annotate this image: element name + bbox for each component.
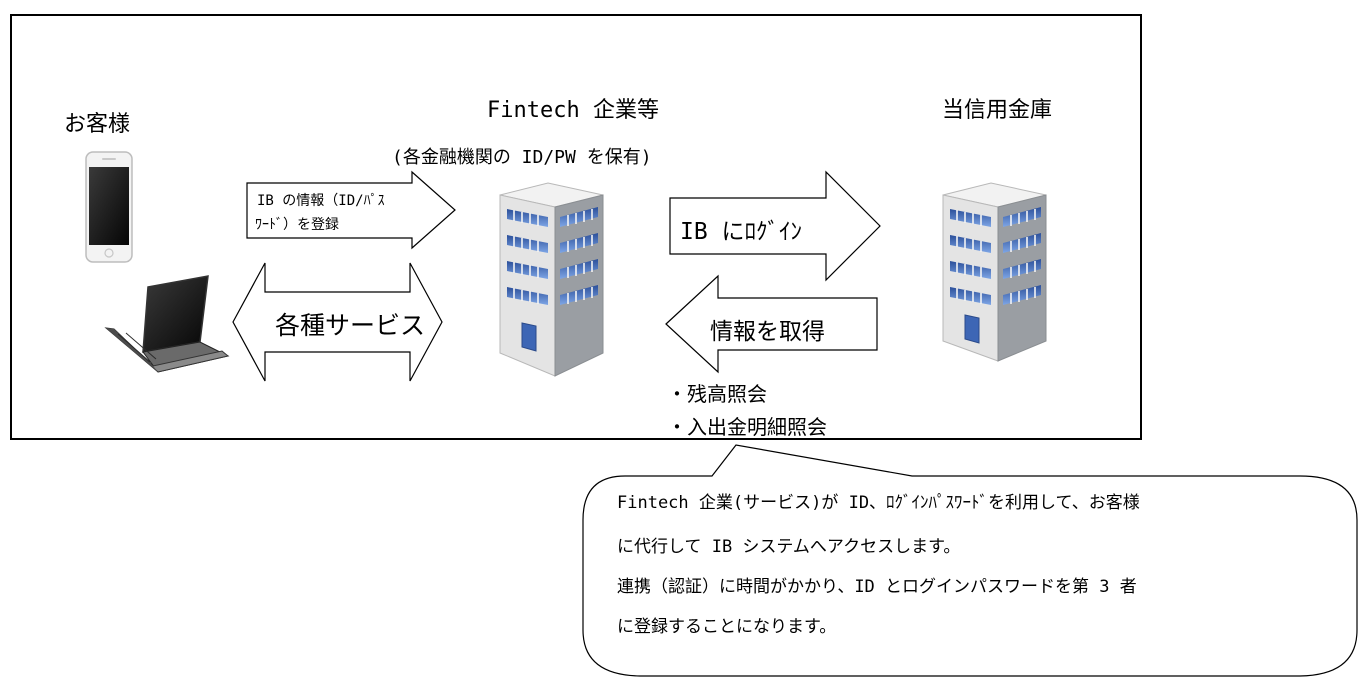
register-arrow-label-2: ﾜｰﾄﾞ）を登録 [255, 217, 339, 233]
customer-label: お客様 [64, 112, 131, 137]
register-arrow [246, 170, 456, 250]
smartphone-icon [85, 151, 133, 263]
fintech-note: (各金融機関の ID/PW を保有) [392, 147, 652, 168]
fintech-label: Fintech 企業等 [487, 98, 659, 123]
login-arrow [669, 170, 881, 282]
register-arrow-label-1: IB の情報（ID/ﾊﾟｽ [257, 193, 385, 209]
get-info-arrow-label: 情報を取得 [710, 319, 825, 345]
callout-line-2: に代行して IB システムへアクセスします。 [617, 537, 961, 557]
callout-bubble [582, 444, 1358, 677]
services-double-arrow [232, 262, 443, 382]
building-icon [499, 182, 604, 377]
laptop-icon [104, 275, 230, 373]
callout-line-1: Fintech 企業(サービス)が ID、ﾛｸﾞｲﾝﾊﾟｽﾜｰﾄﾞを利用して、お… [617, 493, 1140, 513]
callout-line-4: に登録することになります。 [617, 617, 837, 637]
get-info-arrow [665, 274, 878, 374]
feature-item-balance: ・残高照会 [667, 382, 767, 406]
building-icon [942, 182, 1047, 362]
services-arrow-label: 各種サービス [275, 311, 426, 340]
login-arrow-label: IB にﾛｸﾞｲﾝ [680, 219, 803, 245]
diagram-frame [10, 14, 1142, 440]
bank-label: 当信用金庫 [942, 98, 1053, 123]
feature-item-statement: ・入出金明細照会 [667, 415, 827, 439]
callout-line-3: 連携（認証）に時間がかかり、ID とログインパスワードを第 3 者 [617, 577, 1137, 597]
